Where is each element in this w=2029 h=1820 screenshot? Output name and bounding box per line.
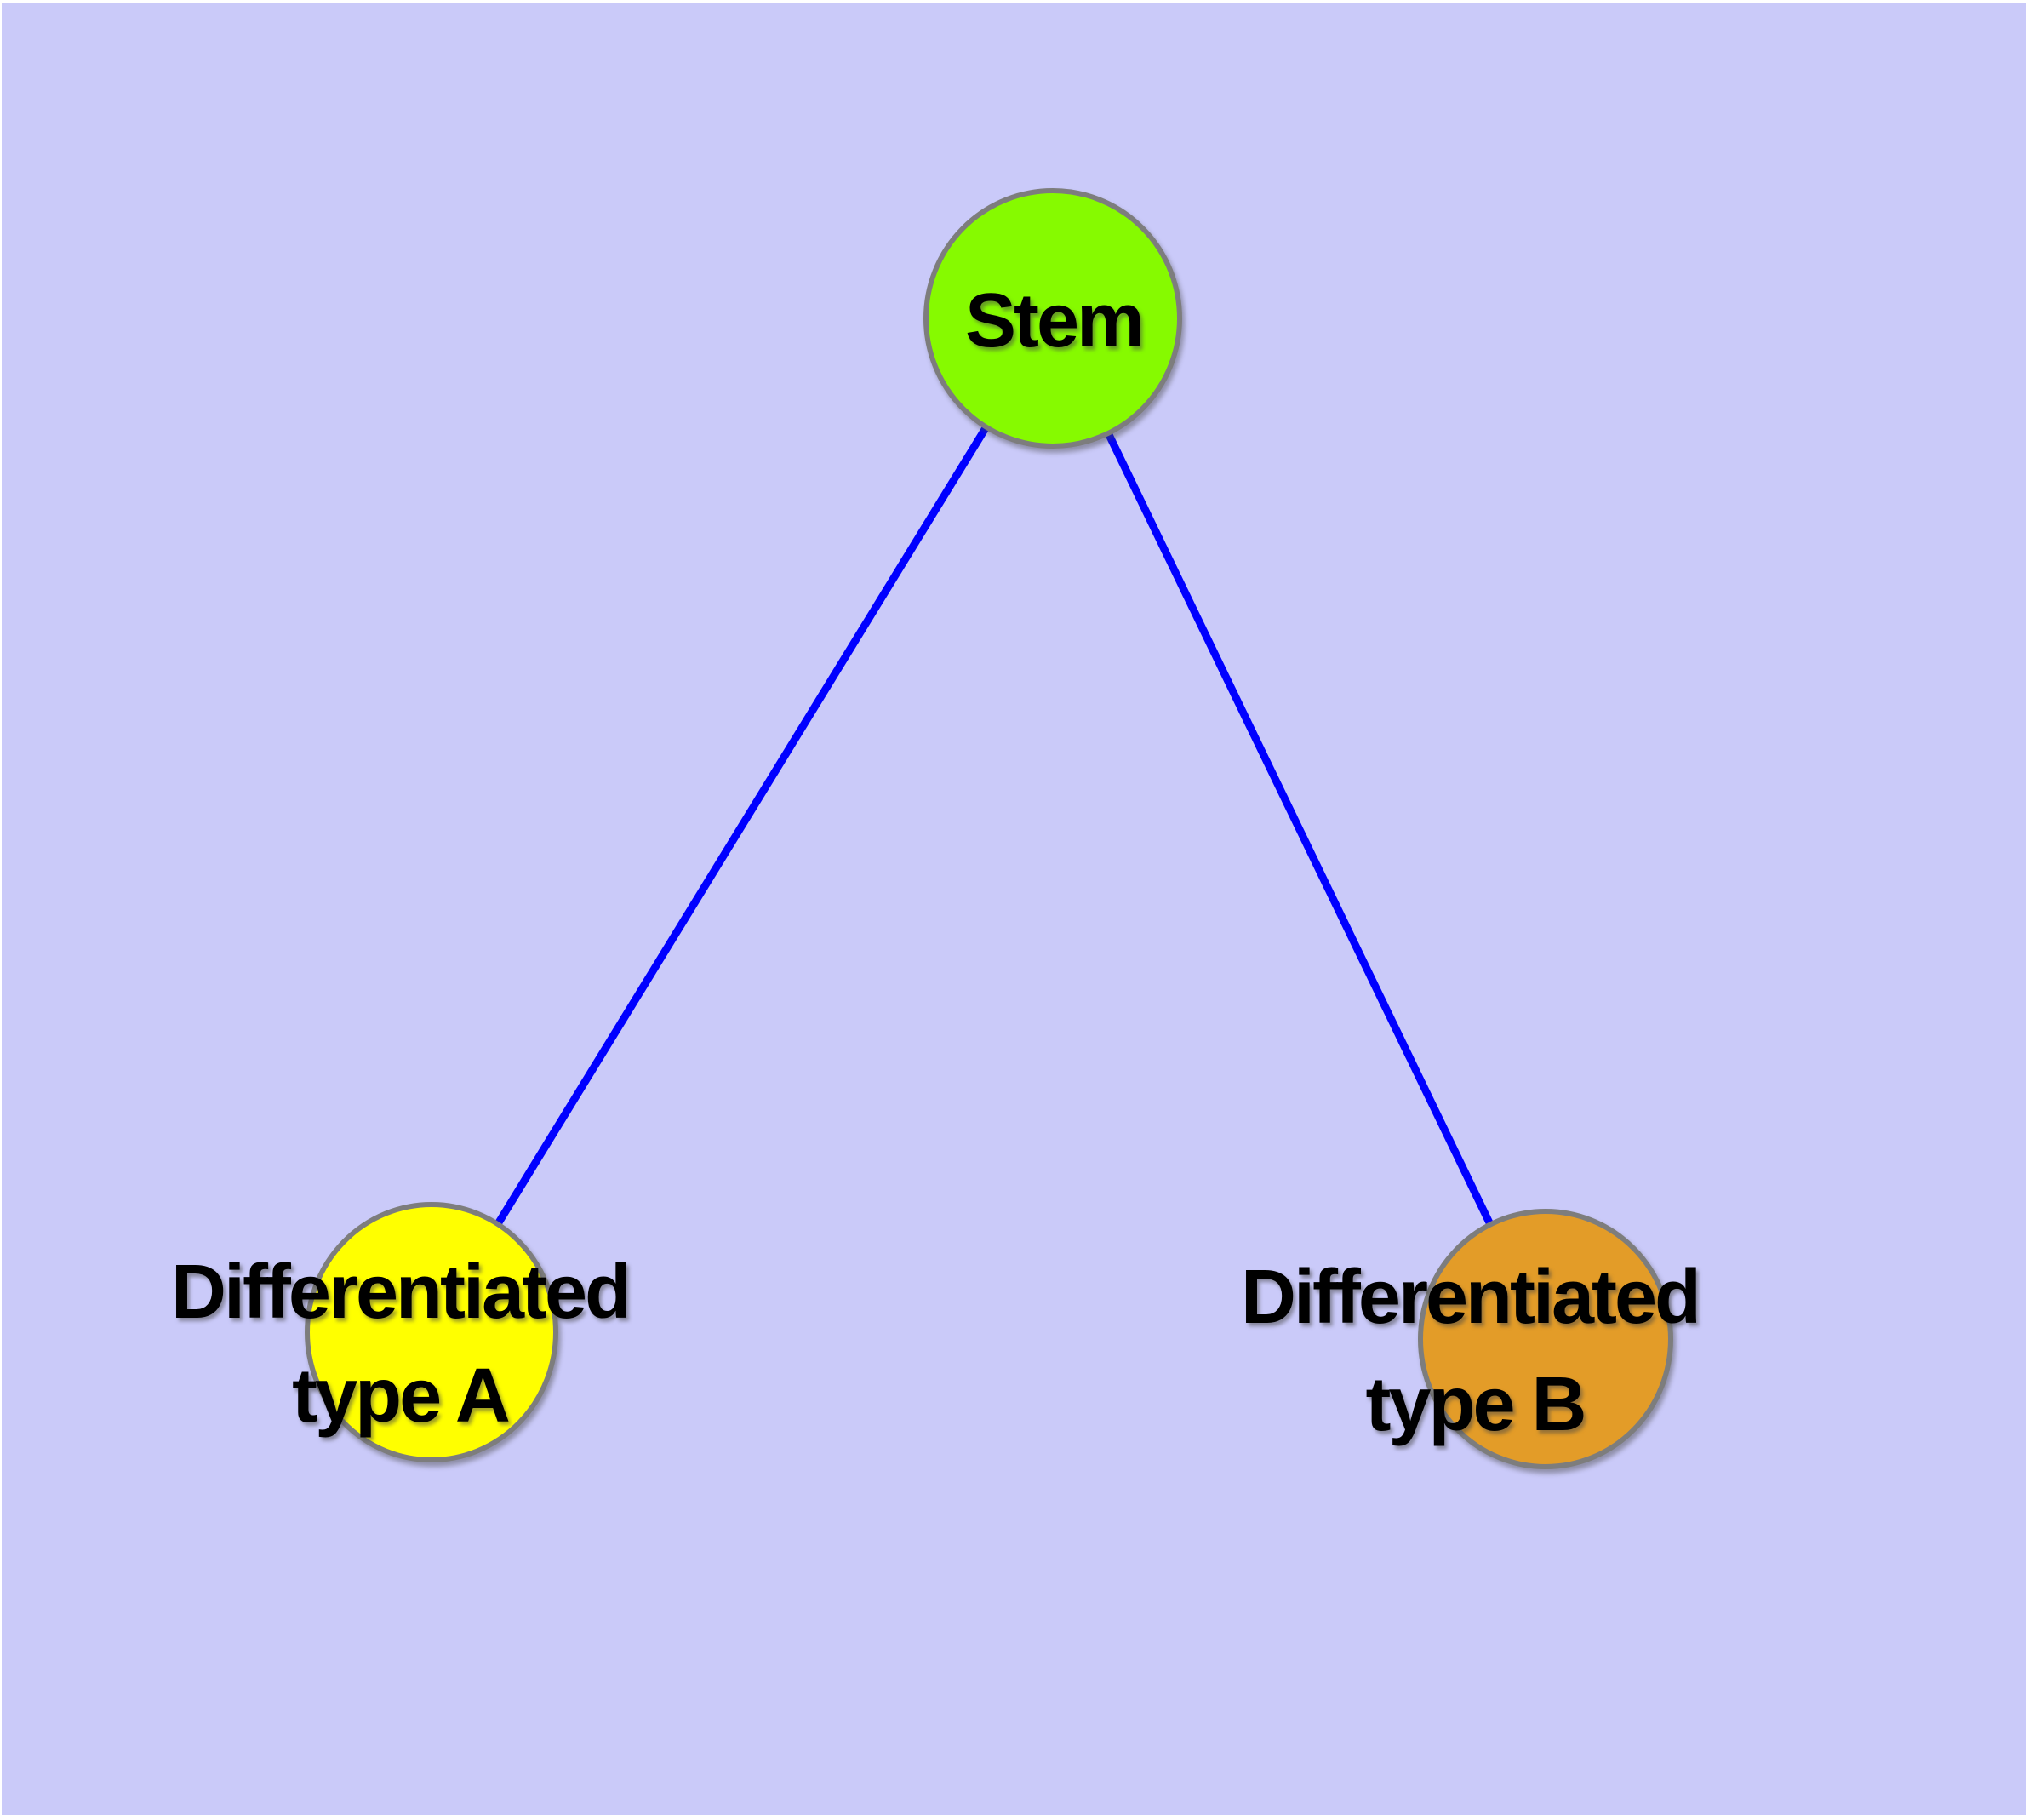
diagram-canvas: Stem Differentiated type A Differentiate… [2, 3, 2026, 1815]
differentiated-type-b-node [1418, 1209, 1673, 1469]
type-a-node-label-line2: type A [292, 1354, 509, 1439]
edge-stem-to-type-a [428, 316, 1056, 1335]
edge-stem-to-type-b [1049, 317, 1550, 1341]
type-a-node-label-line1: Differentiated [171, 1250, 629, 1335]
differentiated-type-a-node [305, 1202, 558, 1462]
type-b-node-label-line1: Differentiated [1241, 1255, 1699, 1340]
type-b-node-label-line2: type B [1365, 1362, 1584, 1447]
stem-node-label: Stem [965, 278, 1142, 363]
stem-node [923, 188, 1182, 449]
differentiation-tree-diagram: Stem Differentiated type A Differentiate… [2, 3, 2026, 1815]
